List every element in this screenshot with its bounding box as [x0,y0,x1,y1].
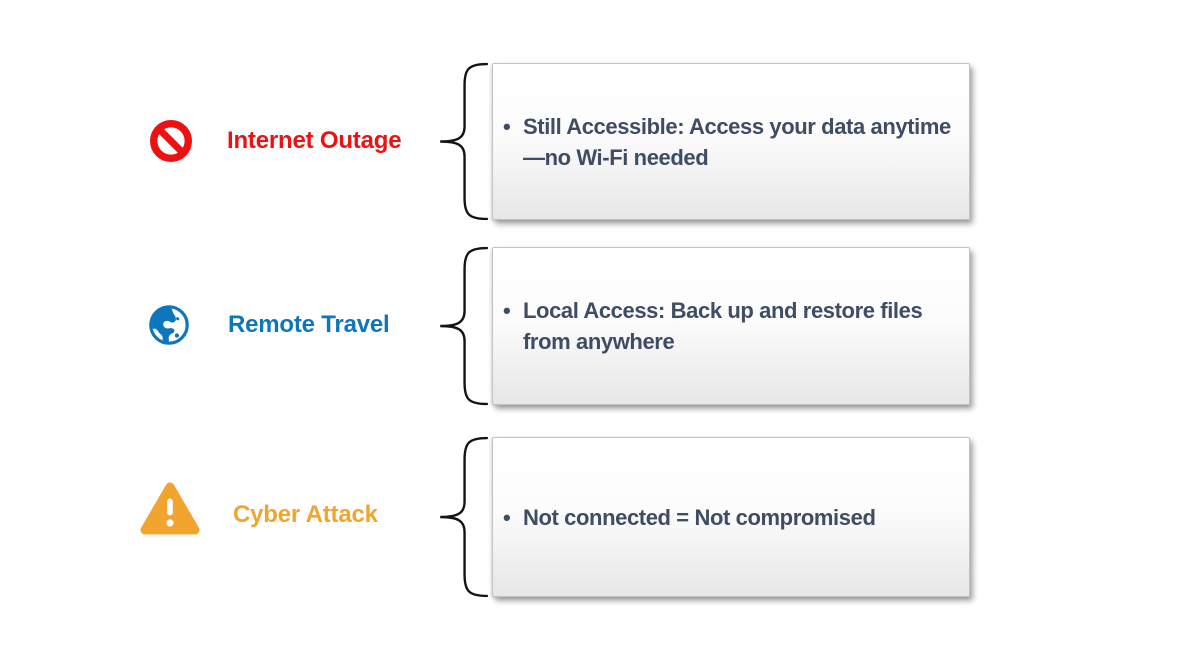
curly-brace [429,436,492,598]
row-label-internet-outage: Internet Outage [227,127,402,154]
curly-brace [429,246,492,406]
row-label-cyber-attack: Cyber Attack [233,501,378,528]
row-label-remote-travel: Remote Travel [228,311,390,338]
detail-box-cyber-attack: • Not connected = Not compromised [492,437,970,597]
detail-text: Still Accessible: Access your data anyti… [523,113,951,170]
detail-text: Local Access: Back up and restore files … [523,298,923,354]
globe-icon [149,305,189,345]
no-entry-icon [149,119,193,163]
detail-text: Not connected = Not compromised [523,504,876,530]
bullet-marker: • [503,113,511,139]
bullet-marker: • [503,298,511,323]
curly-brace [429,62,492,221]
warning-triangle-icon [138,479,202,537]
detail-box-internet-outage: • Still Accessible: Access your data any… [492,63,970,220]
detail-box-remote-travel: • Local Access: Back up and restore file… [492,247,970,405]
bullet-marker: • [503,504,511,530]
